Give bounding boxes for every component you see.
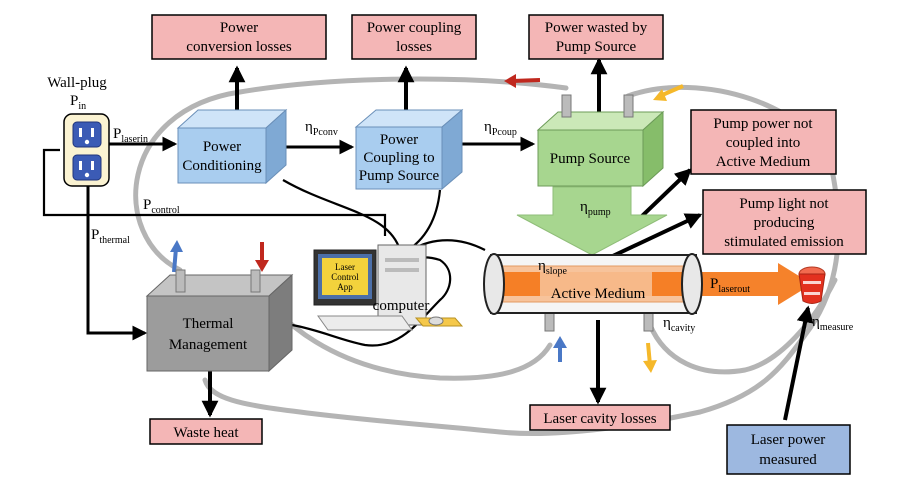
- loss-label-line: conversion losses: [186, 39, 292, 55]
- arrow-measured-up: [783, 305, 814, 421]
- label-p-laserout: Plaserout: [710, 276, 750, 295]
- wire-thermal-to-computer: [291, 256, 452, 347]
- label-eta-slope: ηslope: [538, 258, 568, 277]
- blue-arrow-thermal: [170, 240, 183, 273]
- red-arrow-thermal: [255, 242, 269, 272]
- control-wires: [42, 148, 486, 347]
- loss-label-line: Pump power not: [713, 116, 813, 132]
- block-label-line: Conditioning: [182, 158, 262, 174]
- screen-text-line: Laser: [335, 262, 355, 272]
- pump-stub-right: [623, 94, 634, 118]
- loss-label-line: stimulated emission: [724, 234, 844, 250]
- block-label-line: Pump Source: [359, 168, 440, 184]
- loss-label-line: Pump light not: [739, 196, 829, 212]
- measured-label-line: Laser power: [751, 432, 826, 448]
- red-arrow-top: [504, 74, 541, 88]
- block-label-line: Thermal: [183, 316, 234, 332]
- loss-label-line: Power: [220, 20, 258, 36]
- thermal-stub-left: [175, 269, 186, 293]
- loss-label-line: Power coupling: [367, 20, 462, 36]
- computer-icon: Laser Control App computer: [313, 244, 464, 331]
- loss-box-pump-light-not-producing: Pump light not producing stimulated emis…: [702, 189, 867, 255]
- block-thermal-management: Thermal Management: [145, 273, 294, 373]
- loss-label: Waste heat: [173, 425, 239, 441]
- loss-label-line: Power wasted by: [545, 20, 648, 36]
- measured-label-line: measured: [759, 452, 817, 468]
- loss-label-line: Active Medium: [716, 154, 811, 170]
- outlet-socket-bottom: [72, 154, 102, 181]
- label-eta-pump: ηpump: [580, 199, 611, 218]
- label-eta-cavity: ηcavity: [663, 315, 695, 334]
- block-label-line: Coupling to: [363, 150, 434, 166]
- label-eta-pconv: ηPconv: [305, 119, 338, 138]
- block-label-line: Power: [203, 139, 241, 155]
- loss-box-waste-heat: Waste heat: [149, 418, 263, 445]
- pump-stub-left: [561, 94, 572, 118]
- block-coupling-to-pump: Power Coupling to Pump Source: [354, 108, 464, 191]
- pump-arrow: [516, 186, 668, 256]
- outlet-socket-top: [72, 121, 102, 148]
- screen-text-line: Control: [331, 272, 359, 282]
- loss-box-power-conversion: Power conversion losses: [151, 14, 327, 60]
- label-p-laserin: Plaserin: [113, 126, 148, 145]
- loss-box-pump-not-coupled: Pump power not coupled into Active Mediu…: [690, 109, 837, 175]
- symbol-labels: Plaserin ηPconv ηPcoup ηpump ηslope ηcav…: [91, 119, 854, 334]
- label-p-control: Pcontrol: [143, 197, 180, 216]
- block-label-line: Power: [380, 132, 418, 148]
- laser-power-measured-box: Laser power measured: [726, 424, 851, 475]
- loss-label-line: Pump Source: [556, 39, 637, 55]
- label-eta-measure: ηmeasure: [812, 314, 854, 333]
- wall-plug-p: Pin: [70, 93, 86, 112]
- label-p-thermal: Pthermal: [91, 227, 130, 246]
- loss-box-pump-wasted: Power wasted by Pump Source: [528, 14, 664, 60]
- wire-coupling-to-computer: [404, 189, 442, 253]
- block-pump-source: Pump Source: [536, 110, 665, 188]
- wall-plug-label: Wall-plug: [47, 75, 107, 91]
- loss-label-line: producing: [754, 215, 815, 231]
- yellow-arrow-medium: [643, 342, 657, 373]
- laser-cavity: Active Medium: [483, 253, 812, 315]
- power-meter-icon: [798, 266, 826, 304]
- loss-label-line: coupled into: [726, 135, 801, 151]
- loss-box-laser-cavity: Laser cavity losses: [529, 404, 671, 431]
- screen-text-line: App: [337, 282, 353, 292]
- active-medium-label: Active Medium: [551, 286, 646, 302]
- wire-conditioning-to-computer: [282, 179, 402, 251]
- pipe-stubs: [175, 94, 654, 332]
- thermal-stub-right: [250, 269, 261, 293]
- wire-wall-to-computer: [42, 148, 387, 236]
- block-power-conditioning: Power Conditioning: [176, 108, 288, 185]
- pipe-left-outer: [133, 76, 569, 273]
- cavity-mirror-left: [483, 253, 505, 315]
- arrow-wall-to-thermal: [86, 186, 148, 341]
- yellow-arrow-top: [653, 84, 684, 101]
- block-label-line: Management: [169, 337, 248, 353]
- coolant-flow-arrows: [170, 74, 684, 373]
- block-label: Pump Source: [550, 151, 631, 167]
- loss-label-line: losses: [396, 39, 432, 55]
- loss-label: Laser cavity losses: [543, 411, 656, 427]
- loss-box-power-coupling: Power coupling losses: [351, 14, 477, 60]
- cavity-mirror-right: [681, 253, 703, 315]
- wall-plug: Wall-plug Pin: [47, 75, 110, 187]
- computer-label: computer: [373, 298, 430, 314]
- label-eta-pcoup: ηPcoup: [484, 119, 517, 138]
- blue-arrow-medium: [553, 336, 567, 362]
